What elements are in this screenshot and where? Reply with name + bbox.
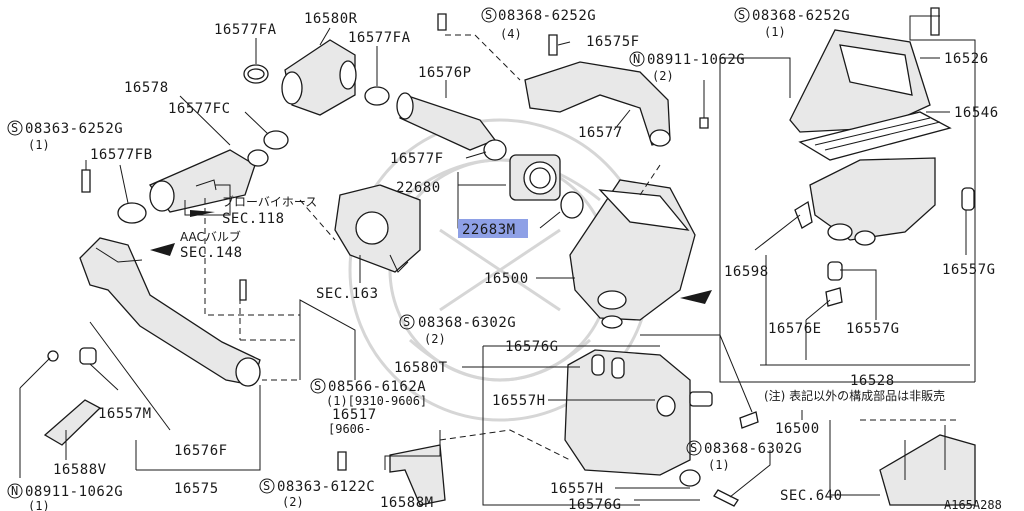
- nut-symbol-top: N: [629, 51, 645, 67]
- label-16576G-top: 16576G: [505, 339, 559, 355]
- label-16575: 16575: [174, 481, 219, 497]
- label-16577F: 16577F: [390, 151, 444, 167]
- arrow-aac: [150, 243, 175, 256]
- fastener-symbols: S N S S S S S S N: [7, 7, 750, 499]
- leader-lines: [19, 15, 976, 506]
- label-16577FB: 16577FB: [90, 147, 153, 163]
- label-16588M: 16588M: [380, 495, 434, 511]
- arrow-blowby: [190, 210, 215, 217]
- label-16546: 16546: [954, 105, 999, 121]
- label-aac-valve: AACバルブ: [180, 229, 241, 244]
- svg-text:S: S: [314, 379, 321, 393]
- label-sec640: SEC.640: [780, 488, 843, 504]
- label-16576E: 16576E: [768, 321, 822, 337]
- screw-symbol-top: S: [481, 7, 497, 23]
- screw-symbol-08566: S: [310, 378, 326, 394]
- label-16557H-bottom: 16557H: [550, 481, 604, 497]
- screw-symbol-topright: S: [734, 7, 750, 23]
- part-drawings: [43, 7, 976, 507]
- label-blowby-hose: ブローバイホース: [222, 194, 317, 209]
- qty-08911-top: (2): [652, 69, 674, 83]
- label-16576F: 16576F: [174, 443, 228, 459]
- svg-text:S: S: [403, 315, 410, 329]
- flow-arrows: [150, 184, 712, 304]
- label-16517: 16517: [332, 407, 377, 423]
- screw-symbol-center: S: [399, 314, 415, 330]
- range-08566: (1)[9310-9606]: [326, 394, 427, 408]
- label-16588V: 16588V: [53, 462, 107, 478]
- label-16526: 16526: [944, 51, 989, 67]
- label-22680: 22680: [396, 180, 441, 196]
- label-16577FC: 16577FC: [168, 101, 231, 117]
- svg-text:S: S: [690, 441, 697, 455]
- label-16557G-center: 16557G: [846, 321, 900, 337]
- label-08368-6252G-top: 08368-6252G: [498, 8, 596, 24]
- diagram-id: A165A288: [944, 498, 1002, 511]
- label-16576G-bottom: 16576G: [568, 497, 622, 511]
- label-08911-1062G-bottomleft: 08911-1062G: [25, 484, 123, 500]
- label-16528: 16528: [850, 373, 895, 389]
- label-22683M: 22683M: [462, 222, 516, 238]
- screw-symbol-right: S: [686, 440, 702, 456]
- highlight-22683M: [458, 219, 528, 238]
- label-16557G-right: 16557G: [942, 262, 996, 278]
- screw-symbol-left: S: [7, 120, 23, 136]
- svg-text:N: N: [633, 52, 640, 66]
- label-16577FA-left: 16577FA: [214, 22, 277, 38]
- label-08368-6252G-topright: 08368-6252G: [752, 8, 850, 24]
- label-16500-bottom: 16500: [775, 421, 820, 437]
- qty-08911-bottomleft: (1): [28, 499, 50, 511]
- label-16557M: 16557M: [98, 406, 152, 422]
- qty-08368-6302G-center: (2): [424, 332, 446, 346]
- label-16500-main: 16500: [484, 271, 529, 287]
- svg-text:S: S: [11, 121, 18, 135]
- label-16576P: 16576P: [418, 65, 472, 81]
- qty-08363-left: (1): [28, 138, 50, 152]
- label-16578: 16578: [124, 80, 169, 96]
- label-16580T: 16580T: [394, 360, 448, 376]
- qty-08363-6122C: (2): [282, 495, 304, 509]
- label-16577: 16577: [578, 125, 623, 141]
- label-sec148: SEC.148: [180, 245, 243, 261]
- svg-text:S: S: [738, 8, 745, 22]
- qty-08368-6302G-right: (1): [708, 458, 730, 472]
- note-not-sold-separately: (注) 表記以外の構成部品は非販売: [764, 388, 945, 403]
- svg-text:N: N: [11, 484, 18, 498]
- range-16517: [9606-: [328, 422, 371, 436]
- label-16577FA-right: 16577FA: [348, 30, 411, 46]
- part-labels: 16577FA 16580R 16577FA 08368-6252G (4) 1…: [25, 8, 1002, 511]
- qty-08368-top: (4): [500, 27, 522, 41]
- screw-symbol-bottom: S: [259, 478, 275, 494]
- svg-text:S: S: [263, 479, 270, 493]
- label-08911-1062G-top: 08911-1062G: [647, 52, 745, 68]
- label-16575F: 16575F: [586, 34, 640, 50]
- qty-08368-topright: (1): [764, 25, 786, 39]
- nut-symbol-bottomleft: N: [7, 483, 23, 499]
- label-sec163: SEC.163: [316, 286, 379, 302]
- label-16598: 16598: [724, 264, 769, 280]
- label-08363-6252G: 08363-6252G: [25, 121, 123, 137]
- svg-text:S: S: [485, 8, 492, 22]
- label-08566-6162A: 08566-6162A: [328, 379, 426, 395]
- label-08363-6122C: 08363-6122C: [277, 479, 375, 495]
- label-16580R: 16580R: [304, 11, 358, 27]
- label-08368-6302G-center: 08368-6302G: [418, 315, 516, 331]
- label-sec118: SEC.118: [222, 211, 285, 227]
- arrow-assembly: [680, 290, 712, 304]
- label-08368-6302G-right: 08368-6302G: [704, 441, 802, 457]
- label-16557H-top: 16557H: [492, 393, 546, 409]
